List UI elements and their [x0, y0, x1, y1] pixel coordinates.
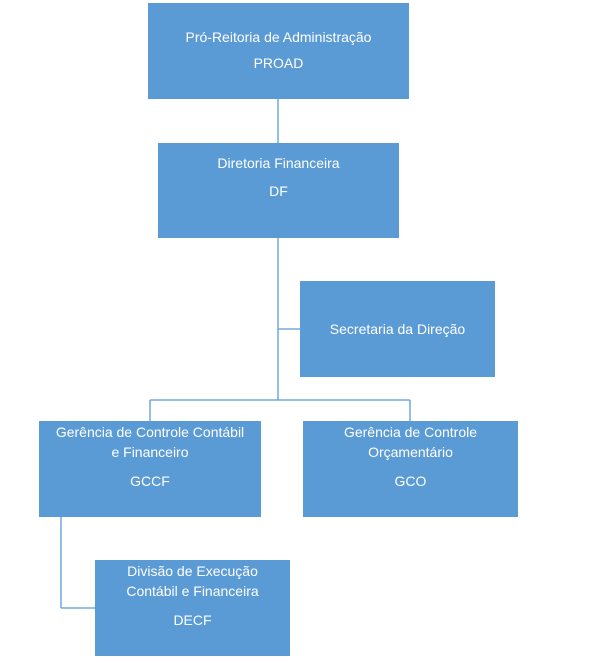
org-box-gco-abbr: GCO [394, 473, 427, 489]
org-box-secretaria-name: Secretaria da Direção [329, 321, 466, 337]
org-box-gccf-abbr: GCCF [130, 473, 170, 489]
org-box-gco: Gerência de Controle Orçamentário GCO [303, 421, 518, 517]
org-box-proad: Pró-Reitoria de Administração PROAD [148, 3, 409, 99]
org-box-proad-name: Pró-Reitoria de Administração [185, 29, 372, 45]
org-box-gco-name-line2: Orçamentário [368, 444, 453, 460]
org-box-gco-name-line1: Gerência de Controle [343, 424, 478, 440]
org-box-gccf: Gerência de Controle Contábil e Financei… [39, 421, 261, 517]
org-box-secretaria: Secretaria da Direção [300, 281, 495, 377]
org-box-decf: Divisão de Execução Contábil e Financeir… [95, 560, 290, 656]
org-box-proad-abbr: PROAD [253, 55, 304, 71]
org-box-df-name: Diretoria Financeira [217, 155, 340, 171]
org-box-gccf-name-line2: e Financeiro [111, 444, 189, 460]
org-box-decf-name-line1: Divisão de Execução [127, 563, 258, 579]
org-box-gccf-name-line1: Gerência de Controle Contábil [55, 424, 245, 440]
org-box-df: Diretoria Financeira DF [158, 143, 399, 238]
org-box-decf-abbr: DECF [173, 612, 212, 628]
org-box-decf-name-line2: Contábil e Financeira [126, 583, 259, 599]
org-box-df-abbr: DF [269, 183, 288, 199]
